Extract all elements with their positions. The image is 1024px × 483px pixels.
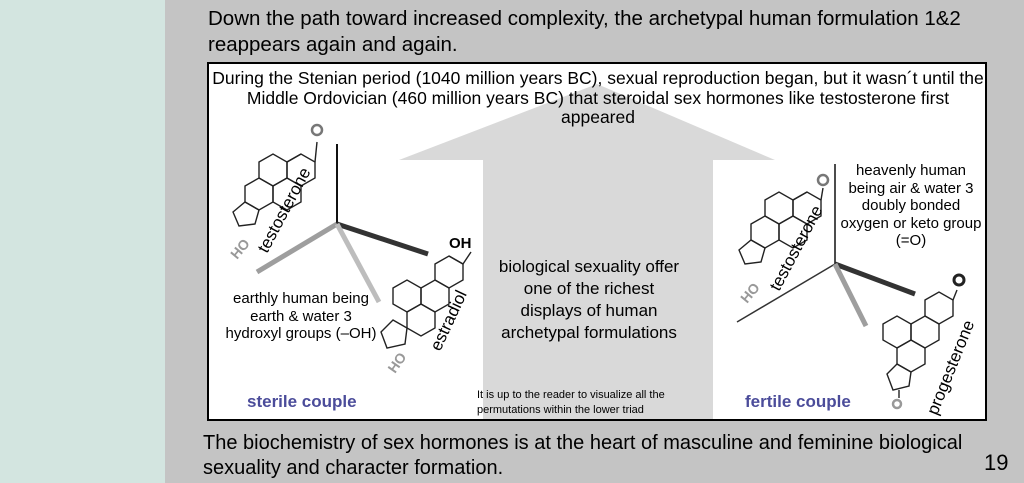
right-testosterone-structure [738,187,824,265]
left-triad-dark-line [336,221,429,257]
reader-note: It is up to the reader to visualize all … [477,389,665,416]
right-testosterone-ho-label: HO [737,279,763,305]
progesterone-label: progesterone [923,317,978,417]
sterile-couple-label: sterile couple [247,392,357,411]
page-number: 19 [984,450,1009,475]
right-triad-dark-line [834,261,916,297]
progesterone-structure [882,289,958,398]
left-testosterone-structure [232,141,318,227]
estradiol-oh-label: OH [449,235,472,252]
left-triad-light-line [334,222,382,304]
right-testosterone-keto-icon [816,173,830,187]
earthly-caption: earthly human being earth & water 3 hydr… [225,290,377,342]
progesterone-keto-icon [952,273,966,287]
slide-heading: Down the path toward increased complexit… [208,7,961,56]
fertile-couple-label: fertile couple [745,392,851,411]
right-triad-grey-line [832,262,869,328]
content-panel: During the Stenian period (1040 million … [207,62,987,421]
intro-text: During the Stenian period (1040 million … [212,68,984,127]
heavenly-caption: heavenly human being air & water 3 doubl… [840,162,982,249]
left-testosterone-keto-icon [310,123,324,137]
estradiol-structure [380,251,472,349]
center-statement: biological sexuality offer one of the ri… [498,257,680,342]
molecule-diagram: testosterone HO estradiol OH HO testoste… [227,123,978,417]
progesterone-lower-keto-icon [891,398,903,410]
right-testosterone-label: testosterone [766,202,827,294]
estradiol-ho-label: HO [384,349,409,375]
right-triad-thin-line [736,263,836,323]
estradiol-label: estradiol [426,287,470,353]
bottom-statement: The biochemistry of sex hormones is at t… [203,432,963,479]
left-testosterone-ho-label: HO [227,235,253,261]
background-up-arrow [399,84,775,419]
side-panel [0,0,165,483]
left-triad-grey-line [255,221,339,275]
